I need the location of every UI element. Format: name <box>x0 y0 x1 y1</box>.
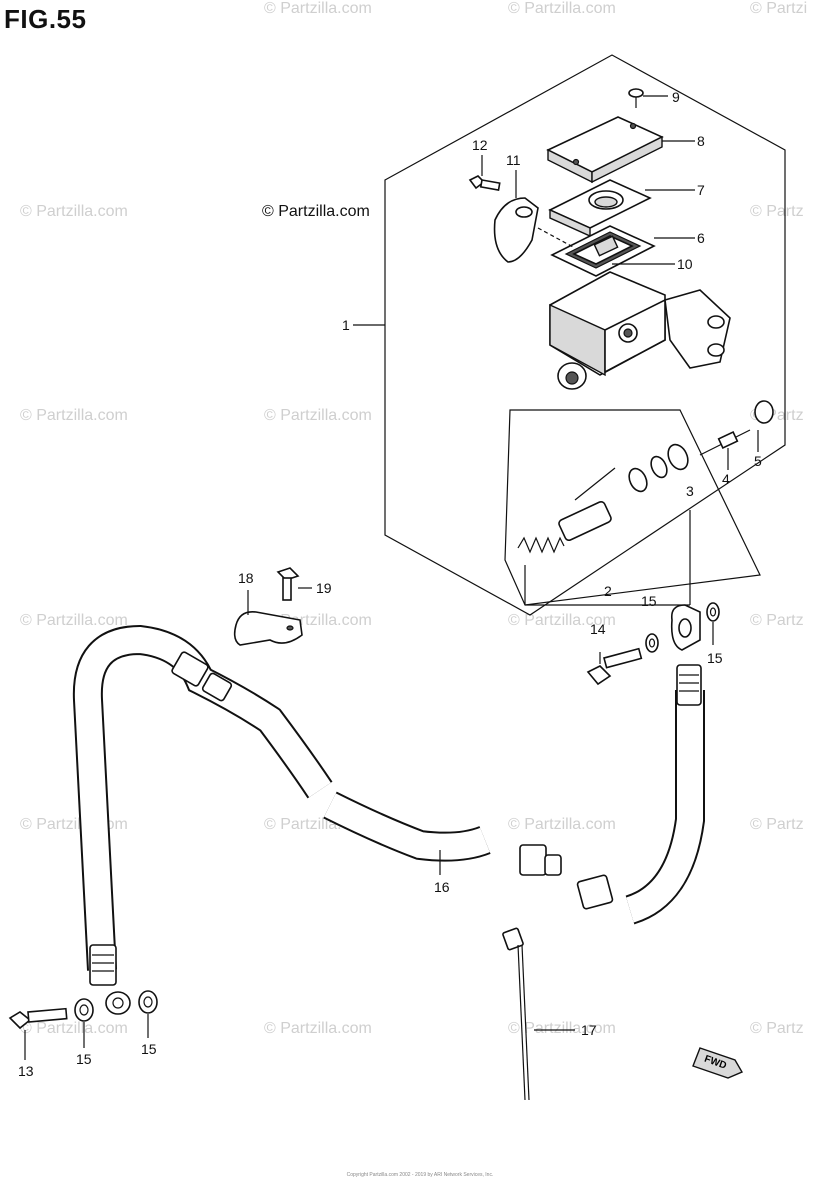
watermark: © Partzilla.com <box>20 203 128 220</box>
screw-9[interactable] <box>628 88 668 108</box>
plate-7[interactable] <box>548 179 695 238</box>
watermark: © Partzilla.com <box>264 407 372 424</box>
clamp-11[interactable] <box>493 170 539 263</box>
watermark: © Partzilla.com <box>20 1020 128 1037</box>
callout-2: 2 <box>604 583 612 599</box>
callout-10: 10 <box>677 256 693 272</box>
figure-title: FIG.55 <box>4 4 87 34</box>
callout-7: 7 <box>697 182 705 198</box>
callout-3: 3 <box>686 483 694 499</box>
master-cylinder-body-1[interactable] <box>353 271 731 390</box>
watermark: © Partz <box>750 816 804 833</box>
watermark: © Partzilla.com <box>508 612 616 629</box>
callout-19: 19 <box>316 580 332 596</box>
fwd-direction-icon: FWD <box>692 1047 744 1079</box>
watermark: © Partzilla.com <box>20 407 128 424</box>
callout-15: 15 <box>707 650 723 666</box>
clutch-hose-16[interactable] <box>72 604 705 1015</box>
washer-15-upper-left[interactable] <box>645 633 659 653</box>
callout-9: 9 <box>672 89 680 105</box>
bolt-12[interactable] <box>468 155 501 191</box>
watermark: © Partz <box>750 1020 804 1037</box>
hose-clamp-18[interactable] <box>233 590 303 646</box>
callout-12: 12 <box>472 137 488 153</box>
reservoir-cap-8[interactable] <box>546 116 695 184</box>
watermark: © Partzilla.com <box>264 0 372 17</box>
copyright-notice: Copyright Partzilla.com 2002 - 2019 by A… <box>346 1172 494 1178</box>
diaphragm-6[interactable] <box>550 225 695 277</box>
union-bolt-13[interactable] <box>8 1007 68 1060</box>
callout-labels: 1 2 3 4 5 6 7 8 9 10 11 12 13 14 15 15 1… <box>18 89 762 1079</box>
washer-15-lower-right[interactable] <box>138 990 158 1038</box>
watermark: © Partzi <box>750 0 808 17</box>
watermark: © Partz <box>750 203 804 220</box>
assembly-outline <box>384 54 786 616</box>
callout-5: 5 <box>754 453 762 469</box>
callout-14: 14 <box>590 621 606 637</box>
callout-11: 11 <box>506 152 521 168</box>
union-bolt-14[interactable] <box>586 647 643 686</box>
callout-18: 18 <box>238 570 254 586</box>
callout-15: 15 <box>141 1041 157 1057</box>
callout-15: 15 <box>641 593 657 609</box>
washer-15-upper-right[interactable] <box>706 602 720 645</box>
watermark: © Partzilla.com <box>264 1020 372 1037</box>
boot-5[interactable] <box>754 400 774 452</box>
callout-15: 15 <box>76 1051 92 1067</box>
callout-1: 1 <box>342 317 350 333</box>
callout-6: 6 <box>697 230 705 246</box>
callout-8: 8 <box>697 133 705 149</box>
push-rod-4[interactable] <box>699 429 751 470</box>
piston-assembly-2[interactable] <box>517 441 692 606</box>
watermark: © Partzilla.com <box>20 612 128 629</box>
callout-4: 4 <box>722 471 730 487</box>
callout-16: 16 <box>434 879 450 895</box>
callout-17: 17 <box>581 1022 597 1038</box>
cable-tie-17[interactable] <box>502 927 575 1101</box>
callout-13: 13 <box>18 1063 34 1079</box>
piston-group-outline <box>504 409 761 606</box>
brand-caption: © Partzilla.com <box>262 203 370 220</box>
washer-15-lower-left[interactable] <box>74 998 94 1048</box>
bolt-19[interactable] <box>276 567 312 601</box>
watermark: © Partzilla.com <box>508 0 616 17</box>
watermark: © Partz <box>750 612 804 629</box>
watermark: © Partzilla.com <box>508 816 616 833</box>
watermark: © Partzilla.com <box>508 1020 616 1037</box>
